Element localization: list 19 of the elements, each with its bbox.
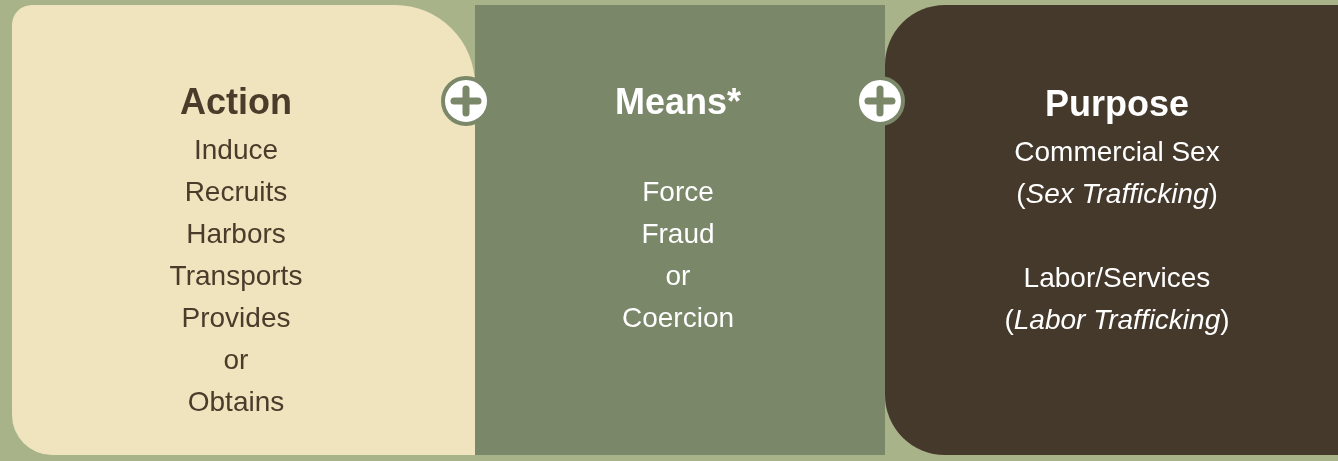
panel: [12, 5, 475, 455]
list-item: Obtains: [187, 385, 285, 419]
list-item: Force: [642, 175, 714, 209]
list-item: Coercion: [621, 301, 735, 335]
panel-heading: Means*: [614, 80, 742, 124]
list-item: Fraud: [641, 217, 715, 251]
panel-heading: Action: [180, 80, 292, 124]
panel: [885, 5, 1338, 455]
list-item: Transports: [169, 259, 303, 293]
list-item: Induce: [193, 133, 279, 167]
list-item: Harbors: [186, 217, 286, 251]
list-item: Provides: [181, 301, 291, 335]
list-item: Labor/Services (Labor Trafficking): [1003, 261, 1231, 337]
list-item: or: [665, 259, 691, 293]
panel-heading: Purpose: [1044, 82, 1189, 126]
list-item: Recruits: [184, 175, 288, 209]
panel: [475, 5, 885, 455]
list-item: Commercial Sex (Sex Trafficking): [1013, 135, 1221, 211]
list-item: or: [223, 343, 249, 377]
